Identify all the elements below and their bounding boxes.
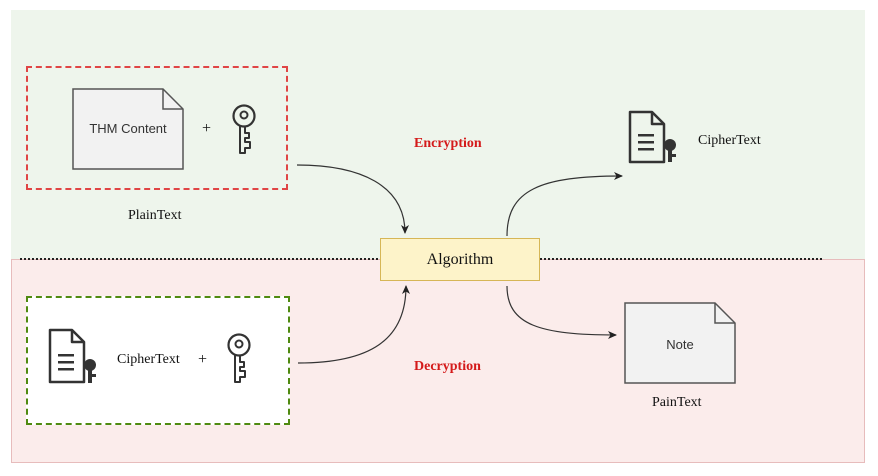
ciphertext-input-box bbox=[26, 296, 290, 425]
plaintext-caption: PlainText bbox=[128, 208, 182, 223]
document-icon bbox=[624, 302, 736, 384]
thm-content-document: THM Content bbox=[72, 88, 184, 170]
algorithm-box: Algorithm bbox=[380, 238, 540, 281]
plus-sign-top: + bbox=[202, 120, 212, 137]
algorithm-to-plaintext-arrow bbox=[506, 285, 617, 339]
encrypted-document-icon bbox=[48, 328, 96, 384]
key-icon bbox=[232, 104, 256, 154]
decryption-label: Decryption bbox=[414, 359, 481, 374]
paintext-caption: PainText bbox=[652, 395, 702, 410]
document-icon bbox=[72, 88, 184, 170]
ciphertext-to-algorithm-arrow bbox=[297, 285, 410, 364]
algorithm-to-ciphertext-arrow bbox=[506, 172, 623, 237]
ciphertext-input-label: CipherText bbox=[117, 352, 180, 367]
note-text: Note bbox=[666, 337, 694, 352]
ciphertext-output-label: CipherText bbox=[698, 133, 761, 148]
plaintext-input-box bbox=[26, 66, 288, 190]
plus-sign-bottom: + bbox=[198, 351, 208, 368]
plaintext-to-algorithm-arrow bbox=[296, 164, 409, 234]
thm-content-text: THM Content bbox=[89, 121, 167, 136]
note-document: Note bbox=[624, 302, 736, 384]
encrypted-document-icon bbox=[628, 110, 676, 164]
algorithm-label: Algorithm bbox=[426, 250, 494, 268]
encryption-label: Encryption bbox=[414, 136, 482, 151]
key-icon bbox=[227, 333, 251, 383]
